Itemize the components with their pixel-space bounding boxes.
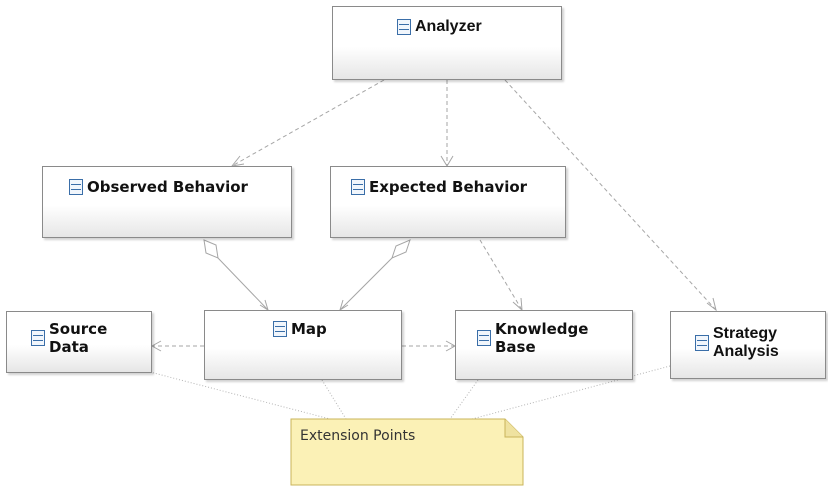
edge-observed-map-diamond	[203, 239, 219, 259]
class-observed-behavior[interactable]: Observed Behavior	[42, 166, 292, 238]
class-strategy-analysis-label-line2: Analysis	[713, 343, 779, 360]
edge-analyzer-observed	[231, 79, 385, 167]
class-icon	[273, 321, 287, 337]
class-strategy-analysis[interactable]: Strategy Analysis	[670, 311, 826, 379]
class-source-data[interactable]: Source Data	[6, 311, 152, 373]
class-knowledge-base-label-line1: Knowledge	[495, 320, 589, 338]
class-observed-behavior-label: Observed Behavior	[87, 178, 248, 196]
note-anchor-knowledge	[449, 379, 479, 420]
class-icon	[31, 330, 45, 346]
class-analyzer-label: Analyzer	[415, 18, 482, 35]
class-icon	[477, 330, 491, 346]
edge-analyzer-strategy	[504, 79, 717, 311]
edge-expected-map-diamond	[391, 239, 411, 259]
note-anchor-source	[149, 371, 331, 420]
class-source-data-label-line2: Data	[49, 338, 89, 356]
class-icon	[351, 179, 365, 195]
class-icon	[695, 335, 709, 351]
class-icon	[397, 19, 411, 35]
class-knowledge-base-label-line2: Base	[495, 338, 536, 356]
note-anchor-map	[321, 379, 347, 420]
extension-points-note[interactable]	[290, 418, 524, 486]
class-strategy-analysis-label-line1: Strategy	[713, 325, 778, 342]
class-map-label: Map	[291, 320, 327, 338]
class-expected-behavior[interactable]: Expected Behavior	[330, 166, 566, 238]
extension-points-note-label: Extension Points	[300, 428, 416, 444]
edge-expected-knowledge	[479, 239, 523, 311]
class-map[interactable]: Map	[204, 310, 402, 380]
edge-observed-map	[217, 257, 269, 311]
class-icon	[69, 179, 83, 195]
class-analyzer[interactable]: Analyzer	[332, 6, 562, 80]
edge-expected-map	[339, 257, 393, 311]
note-anchor-strategy	[471, 365, 671, 420]
class-source-data-label-line1: Source	[49, 320, 108, 338]
class-expected-behavior-label: Expected Behavior	[369, 178, 528, 196]
class-knowledge-base[interactable]: Knowledge Base	[455, 310, 633, 380]
